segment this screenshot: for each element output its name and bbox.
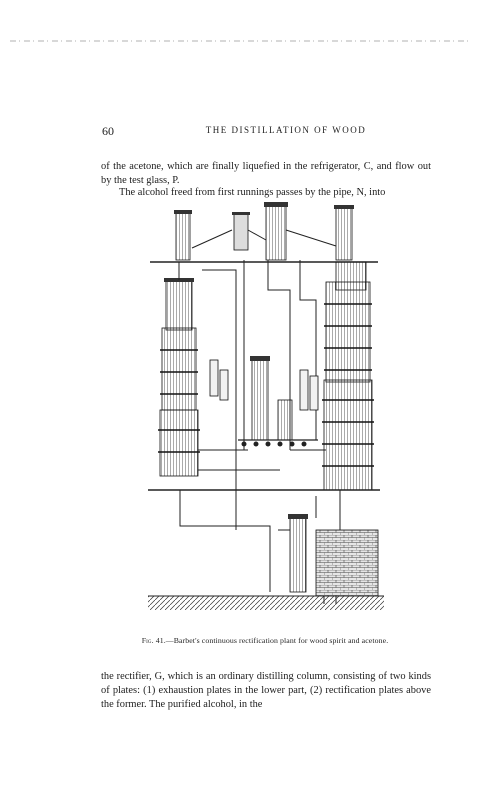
page-number: 60 [102, 124, 114, 138]
figure-caption: Fig. 41.—Barbet's continuous rectificati… [100, 636, 430, 645]
running-head: THE DISTILLATION OF WOOD [205, 125, 367, 135]
body-paragraph-2: The alcohol freed from first runnings pa… [119, 187, 386, 199]
figure-caption-text: —Barbet's continuous rectification plant… [165, 636, 389, 645]
page-header: 60 THE DISTILLATION OF WOOD [100, 124, 432, 140]
body-paragraph-3: the rectifier, G, which is an ordinary d… [101, 671, 431, 711]
body-paragraph-1: of the acetone, which are finally liquef… [101, 161, 431, 187]
scan-top-border [10, 40, 470, 42]
figure-number: Fig. 41. [141, 636, 166, 645]
distillation-plant-illustration [148, 202, 384, 610]
